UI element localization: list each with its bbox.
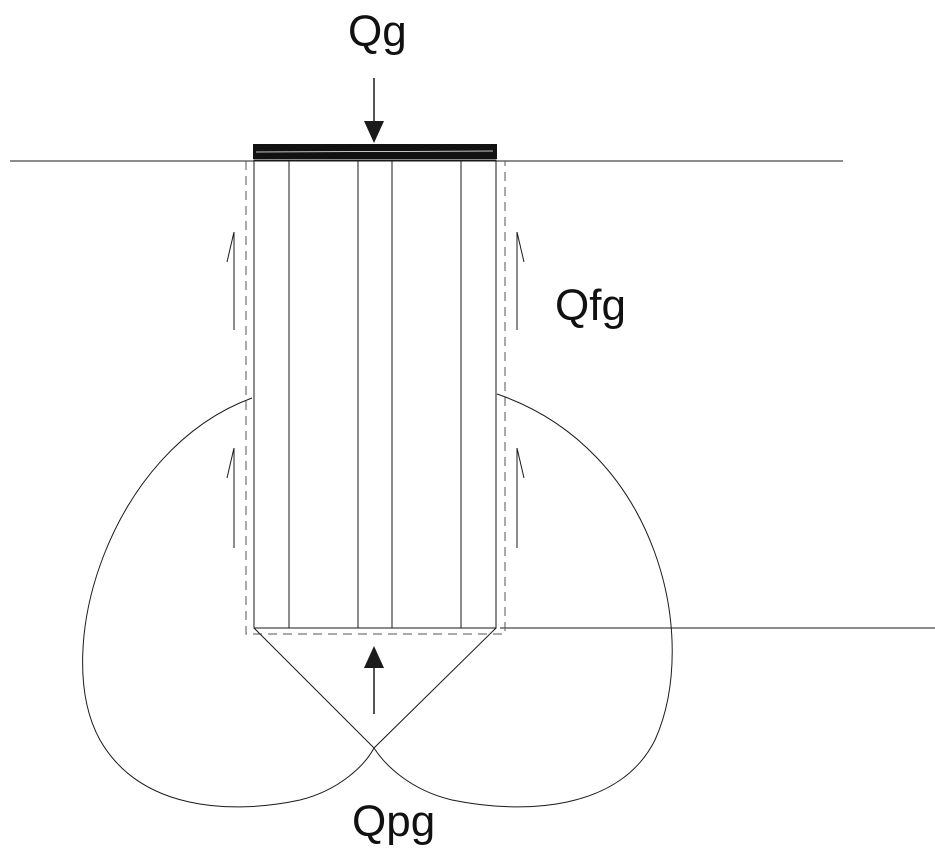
skin-friction-arrow-left-upper bbox=[226, 231, 235, 330]
tip-resistance-arrow-head bbox=[364, 646, 384, 668]
failure-wedge-right bbox=[373, 627, 497, 749]
equivalent-pier-outline bbox=[245, 161, 506, 635]
skin-friction-arrow-right-upper bbox=[516, 231, 525, 330]
pile-group-block bbox=[253, 159, 497, 629]
failure-surface-left bbox=[82, 397, 375, 808]
pile-cap-highlight bbox=[255, 150, 494, 153]
skin-friction-label: Qfg bbox=[555, 281, 626, 330]
skin-friction-arrow-right-lower bbox=[516, 447, 525, 548]
skin-friction-arrow-left-lower bbox=[226, 447, 235, 548]
load-arrow-head bbox=[364, 121, 384, 143]
failure-surface-right bbox=[373, 393, 673, 808]
failure-wedge-left bbox=[253, 627, 375, 749]
tip-resistance-label: Qpg bbox=[352, 797, 436, 846]
load-label: Qg bbox=[348, 7, 407, 56]
